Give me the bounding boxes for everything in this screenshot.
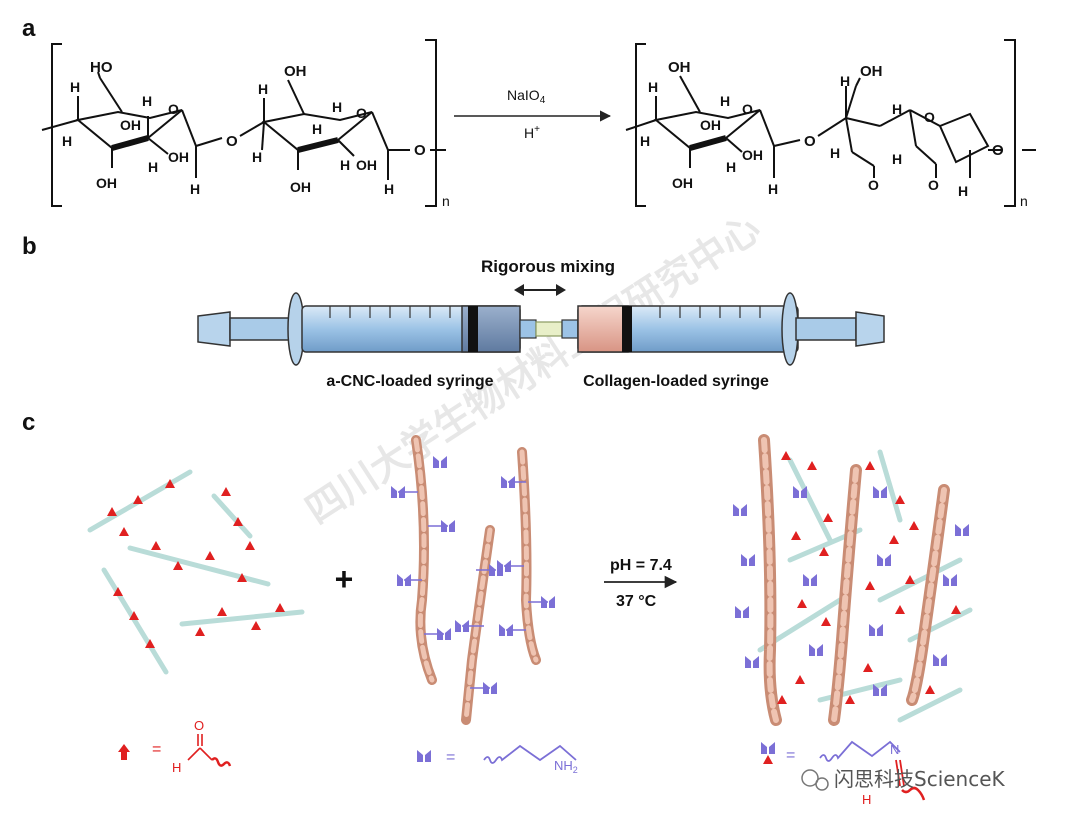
panel-c: c + <box>22 409 973 807</box>
svg-text:OH: OH <box>672 175 693 191</box>
luer-connector <box>535 321 563 337</box>
svg-text:H: H <box>958 183 968 199</box>
mixing-label: Rigorous mixing <box>481 257 615 276</box>
amine-groups-collagen <box>391 456 555 694</box>
svg-text:O: O <box>924 109 935 125</box>
svg-text:H: H <box>640 133 650 149</box>
legend-aldehyde: = O H <box>118 718 232 775</box>
condition-temp: 37 °C <box>616 593 657 610</box>
svg-text:=: = <box>786 747 795 764</box>
svg-text:OH: OH <box>668 59 691 76</box>
svg-text:H: H <box>768 181 778 197</box>
right-syringe-label: Collagen-loaded syringe <box>583 373 769 390</box>
svg-text:H: H <box>720 93 730 109</box>
panel-c-label: c <box>22 409 35 436</box>
svg-text:O: O <box>804 133 816 150</box>
svg-text:H: H <box>148 159 158 175</box>
svg-text:H: H <box>142 93 152 109</box>
svg-text:H: H <box>172 760 181 775</box>
svg-text:H: H <box>252 149 262 165</box>
svg-text:NH2: NH2 <box>554 758 578 775</box>
svg-text:O: O <box>992 142 1004 159</box>
composite-network <box>757 434 973 726</box>
svg-text:O: O <box>226 133 238 150</box>
repeat-n-right: n <box>1020 193 1028 209</box>
svg-text:N: N <box>890 742 899 757</box>
svg-text:H: H <box>892 151 902 167</box>
svg-text:O: O <box>168 101 179 117</box>
watermark-corner: 闪思科技ScienceK <box>834 767 1006 791</box>
svg-text:H: H <box>340 157 350 173</box>
glucose-ring-product <box>625 75 801 178</box>
svg-text:O: O <box>356 105 367 121</box>
svg-text:OH: OH <box>356 157 377 173</box>
svg-text:=: = <box>152 741 161 758</box>
svg-text:H: H <box>862 792 871 807</box>
reagent-top: NaIO4 <box>507 87 546 106</box>
syringe-left <box>197 292 537 366</box>
svg-text:H: H <box>840 73 850 89</box>
panel-b: b Rigorous mixing <box>22 233 885 390</box>
panel-a: a n HO H H O H OH OH OH H H O <box>22 15 1036 209</box>
svg-text:O: O <box>414 142 426 159</box>
svg-text:OH: OH <box>290 179 311 195</box>
mixing-double-arrow <box>514 284 566 296</box>
panel-b-label: b <box>22 233 37 260</box>
svg-text:OH: OH <box>700 117 721 133</box>
glucose-ring-2 <box>239 79 446 180</box>
svg-text:O: O <box>194 718 204 733</box>
syringe-right <box>561 292 885 366</box>
svg-text:H: H <box>830 145 840 161</box>
left-syringe-label: a-CNC-loaded syringe <box>326 373 493 390</box>
acnc-cluster <box>87 469 305 675</box>
svg-text:OH: OH <box>284 63 307 80</box>
svg-text:H: H <box>258 81 268 97</box>
plus-sign: + <box>335 561 354 597</box>
svg-text:OH: OH <box>120 117 141 133</box>
dialdehyde-unit <box>817 77 1036 178</box>
svg-text:OH: OH <box>96 175 117 191</box>
svg-text:H: H <box>892 101 902 117</box>
svg-text:O: O <box>742 101 753 117</box>
svg-text:H: H <box>70 79 80 95</box>
svg-text:O: O <box>928 177 939 193</box>
repeat-n-left: n <box>442 193 450 209</box>
svg-text:H: H <box>726 159 736 175</box>
svg-text:=: = <box>446 749 455 766</box>
svg-text:OH: OH <box>742 147 763 163</box>
reagent-bottom: H+ <box>524 124 540 141</box>
svg-text:HO: HO <box>90 59 113 76</box>
svg-text:OH: OH <box>168 149 189 165</box>
svg-text:H: H <box>648 79 658 95</box>
watermark-diagonal: 四川大学生物材料工程研究中心 <box>298 206 768 533</box>
collagen-fibrils <box>411 435 541 725</box>
legend-amine: = NH2 <box>417 744 578 775</box>
panel-a-label: a <box>22 15 36 42</box>
svg-text:OH: OH <box>860 63 883 80</box>
svg-text:O: O <box>868 177 879 193</box>
glucose-ring-1 <box>41 71 223 178</box>
condition-ph: pH = 7.4 <box>610 557 672 574</box>
corner-watermark: 闪思科技ScienceK <box>801 767 1006 791</box>
svg-text:H: H <box>332 99 342 115</box>
legend-imine: = N H <box>761 740 926 807</box>
svg-text:H: H <box>312 121 322 137</box>
svg-text:H: H <box>384 181 394 197</box>
svg-text:H: H <box>190 181 200 197</box>
svg-text:H: H <box>62 133 72 149</box>
